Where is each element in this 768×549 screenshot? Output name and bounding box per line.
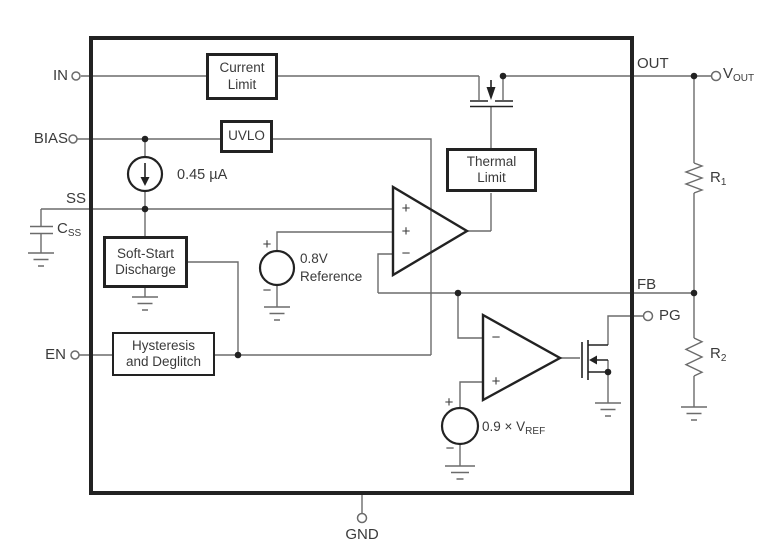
pg-mosfet-symbol	[581, 340, 608, 380]
wire-pgref-to-comp	[459, 381, 483, 466]
vout-label: VOUT	[723, 65, 755, 84]
error-amp-plus1-sign: +	[401, 200, 411, 217]
thermal-limit-block: Thermal Limit	[446, 148, 537, 192]
pg-terminal	[642, 310, 654, 322]
pg-comp-minus-sign: −	[491, 329, 501, 346]
current-limit-block: Current Limit	[206, 53, 278, 100]
ground-symbol-r2	[681, 406, 707, 421]
vref-plus-sign: +	[262, 236, 272, 253]
vref-source-symbol	[258, 249, 296, 287]
pin-label-bias: BIAS	[33, 130, 68, 147]
pin-label-en: EN	[45, 346, 66, 363]
ground-symbol-pgfet	[595, 402, 621, 417]
uvlo-label: UVLO	[228, 128, 265, 144]
softstart-current-source-symbol	[126, 155, 164, 193]
r1-label-sub: 1	[720, 177, 727, 188]
pg-threshold-main: 0.9 × V	[482, 419, 526, 434]
pin-label-in: IN	[53, 67, 68, 84]
junction-dots	[141, 72, 698, 376]
error-amp-minus-sign: −	[401, 245, 411, 262]
pgref-plus-sign: +	[444, 394, 454, 411]
in-terminal	[71, 71, 81, 81]
current-source-value-label: 0.45 µA	[177, 167, 228, 183]
hysteresis-deglitch-block: Hysteresis and Deglitch	[112, 332, 215, 376]
pg-comp-plus-sign: +	[491, 373, 501, 390]
soft-start-line2: Discharge	[115, 262, 176, 277]
wire-pg-drain	[607, 315, 643, 345]
thermal-limit-line1: Thermal	[466, 153, 517, 169]
hysteresis-line1: Hysteresis	[131, 337, 195, 353]
pg-ref-source-symbol	[440, 406, 480, 446]
ground-symbol-vref	[264, 306, 290, 321]
en-terminal	[70, 350, 80, 360]
vref-label-line2: Reference	[300, 269, 363, 284]
pin-label-gnd: GND	[345, 526, 379, 543]
css-label: CSS	[57, 220, 82, 239]
pass-mosfet-symbol	[470, 80, 513, 108]
css-label-main: C	[57, 220, 68, 237]
current-limit-line1: Current	[219, 60, 265, 75]
vref-minus-sign: −	[262, 282, 272, 299]
error-amplifier-symbol	[391, 184, 470, 278]
ground-symbol-softstart	[132, 296, 158, 311]
wire-softstart-out	[188, 261, 239, 355]
r1-label: R1	[710, 169, 727, 188]
ic-boundary-box	[89, 36, 634, 495]
wire-fb-to-pgcomp	[457, 293, 483, 339]
r2-resistor-symbol	[684, 337, 704, 377]
r1-label-main: R	[710, 169, 721, 186]
uvlo-block: UVLO	[220, 120, 273, 153]
hysteresis-line2: and Deglitch	[125, 354, 202, 369]
vout-label-sub: OUT	[733, 73, 755, 84]
r1-resistor-symbol	[684, 162, 704, 194]
pg-threshold-sub: REF	[525, 426, 546, 437]
thermal-limit-line2: Limit	[477, 170, 506, 185]
r2-label-sub: 2	[720, 353, 727, 364]
error-amp-plus2-sign: +	[401, 223, 411, 240]
r2-label: R2	[710, 345, 727, 364]
css-capacitor-symbol	[30, 225, 53, 235]
soft-start-line1: Soft-Start	[116, 245, 175, 261]
vout-terminal	[710, 70, 722, 82]
wire-vref-to-amp	[276, 231, 393, 307]
pin-label-fb: FB	[637, 276, 657, 293]
current-limit-line2: Limit	[227, 76, 257, 92]
ground-symbol-css	[28, 252, 54, 267]
vout-label-main: V	[723, 65, 734, 82]
pin-label-pg: PG	[659, 307, 681, 324]
ground-symbol-pgref	[445, 465, 475, 480]
wire-uvlo-out	[273, 138, 432, 355]
pin-label-ss: SS	[65, 190, 86, 207]
pin-terminals	[68, 70, 722, 524]
gnd-terminal	[356, 512, 368, 524]
pg-comparator-symbol	[481, 312, 563, 403]
bias-terminal	[68, 134, 78, 144]
wire-amp-minus-jog	[377, 253, 393, 293]
wires	[40, 75, 711, 513]
wire-amp-out-gate	[467, 106, 492, 232]
ground-symbols	[28, 252, 707, 480]
soft-start-discharge-block: Soft-Start Discharge	[103, 236, 188, 288]
pgref-minus-sign: −	[445, 440, 455, 457]
r2-label-main: R	[710, 345, 721, 362]
vref-label-line1: 0.8V	[300, 251, 328, 266]
css-label-sub: SS	[67, 228, 82, 239]
pin-label-out: OUT	[637, 55, 669, 72]
pg-threshold-label: 0.9 × VREF	[482, 419, 546, 437]
